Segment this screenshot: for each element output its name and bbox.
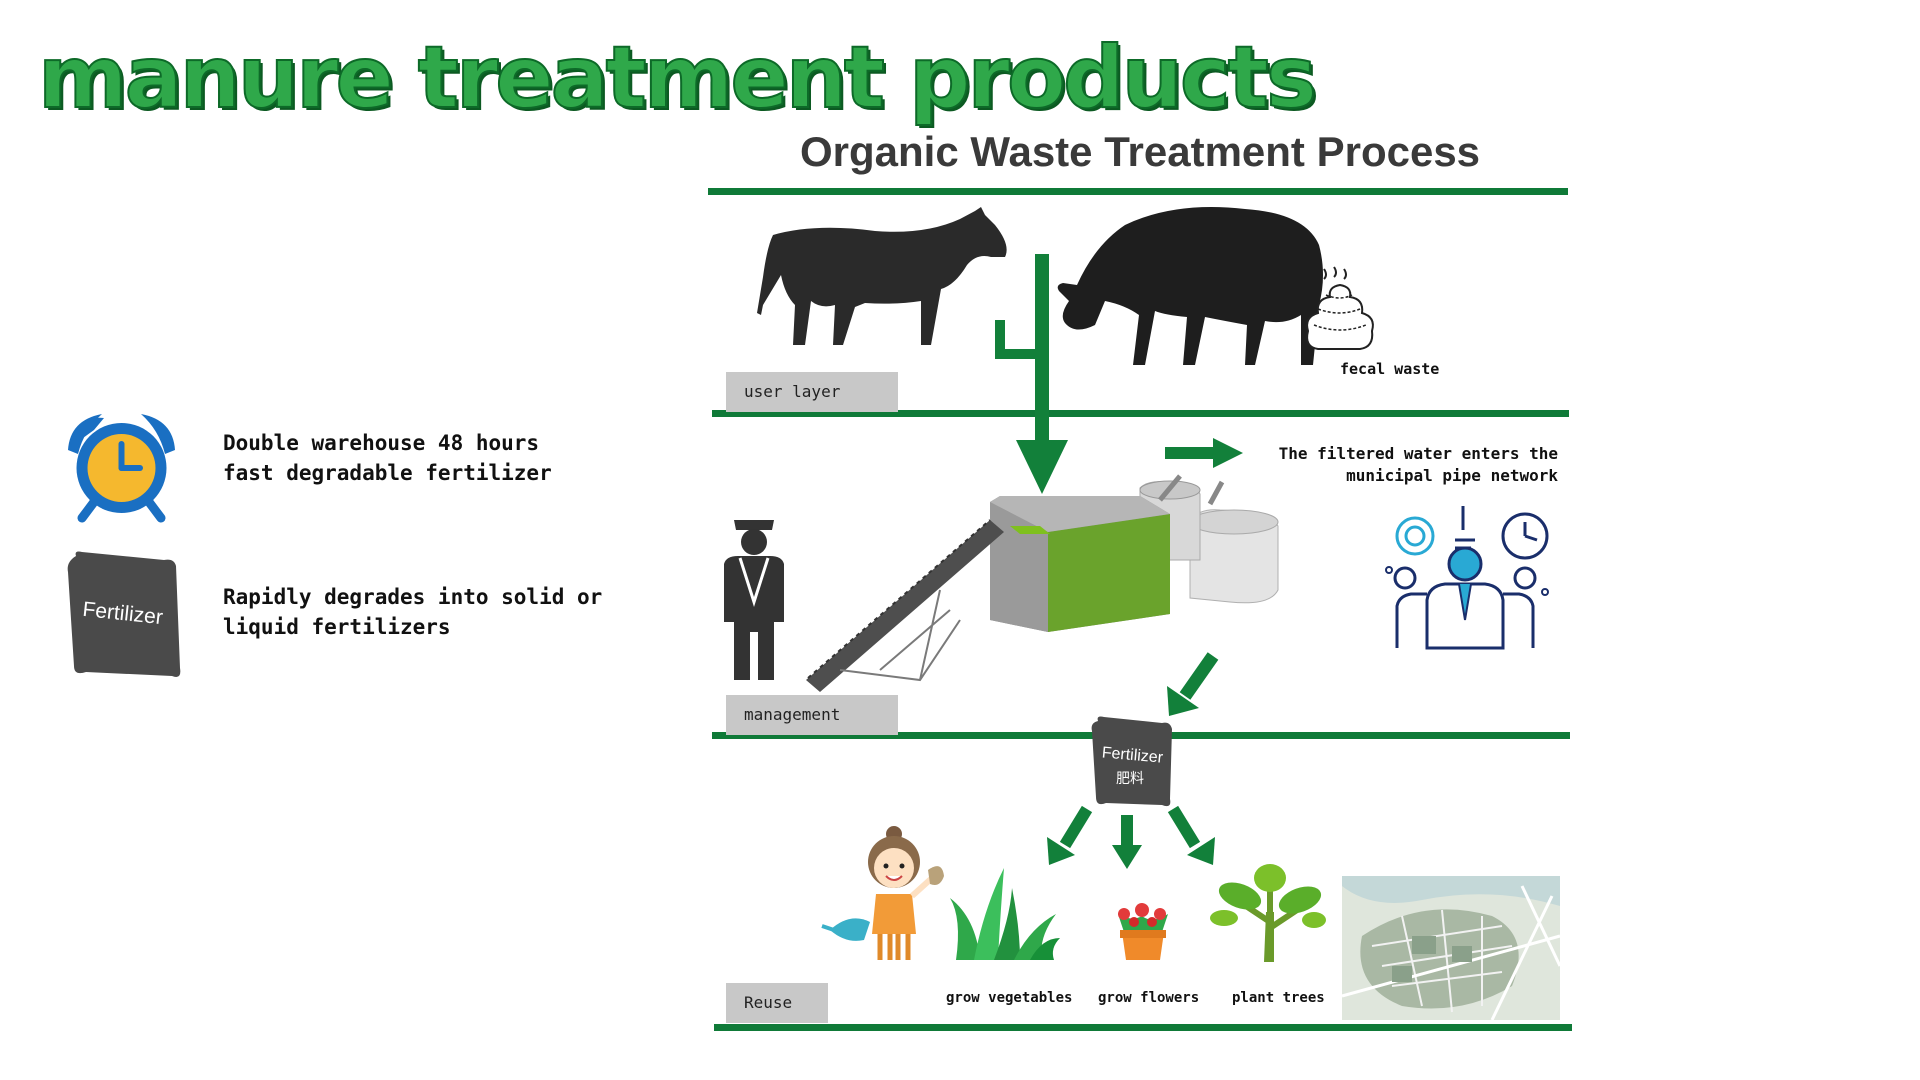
- feces-icon: [1306, 266, 1374, 350]
- arrow-right-icon: [1165, 438, 1243, 468]
- arrow-down-flowers: [1112, 815, 1142, 869]
- arrow-down-left-vegetables: [1047, 805, 1093, 865]
- engineers-icon: [1385, 506, 1549, 650]
- feature-text-degrade: Rapidly degrades into solid or liquid fe…: [223, 585, 603, 639]
- process-title: Organic Waste Treatment Process: [800, 128, 1481, 175]
- fertilizer-bag-cn-label: 肥料: [1116, 771, 1144, 787]
- gardener-girl-icon: [821, 826, 944, 960]
- divider-reuse: [714, 1024, 1572, 1031]
- vegetables-grass-icon: [950, 868, 1060, 960]
- divider-top: [708, 188, 1568, 195]
- flowers-pot-icon: [1118, 903, 1168, 960]
- bull-grazing-icon: [1057, 207, 1323, 365]
- grow-vegetables-label: grow vegetables: [946, 990, 1073, 1006]
- layer-label-management: management: [726, 695, 898, 735]
- fecal-waste-label: fecal waste: [1340, 360, 1440, 378]
- security-guard-icon: [724, 520, 784, 680]
- alarm-clock-icon: [68, 414, 175, 523]
- page-title: manure treatment products: [37, 27, 1318, 129]
- layer-label-user: user layer: [726, 372, 898, 412]
- arrow-down-right-trees: [1167, 805, 1215, 865]
- divider-user-layer: [712, 410, 1569, 417]
- flow-pipe-arrow: [995, 254, 1068, 494]
- plant-trees-label: plant trees: [1232, 990, 1325, 1006]
- fertilizer-bag-icon: Fertilizer: [67, 551, 181, 677]
- compost-machine-illustration: [806, 474, 1279, 692]
- grow-flowers-label: grow flowers: [1098, 990, 1200, 1006]
- tree-icon: [1210, 864, 1326, 962]
- feature-text-warehouse: Double warehouse 48 hours fast degradabl…: [223, 431, 552, 485]
- layer-label-reuse: Reuse: [726, 983, 828, 1023]
- fertilizer-bag-center-icon: Fertilizer 肥料: [1091, 716, 1172, 807]
- cow-silhouette-icon: [757, 207, 1007, 345]
- arrow-down-left-icon: [1167, 652, 1219, 716]
- aerial-city-image: [1341, 876, 1562, 1021]
- fertilizer-bag-en-label: Fertilizer: [1101, 744, 1164, 766]
